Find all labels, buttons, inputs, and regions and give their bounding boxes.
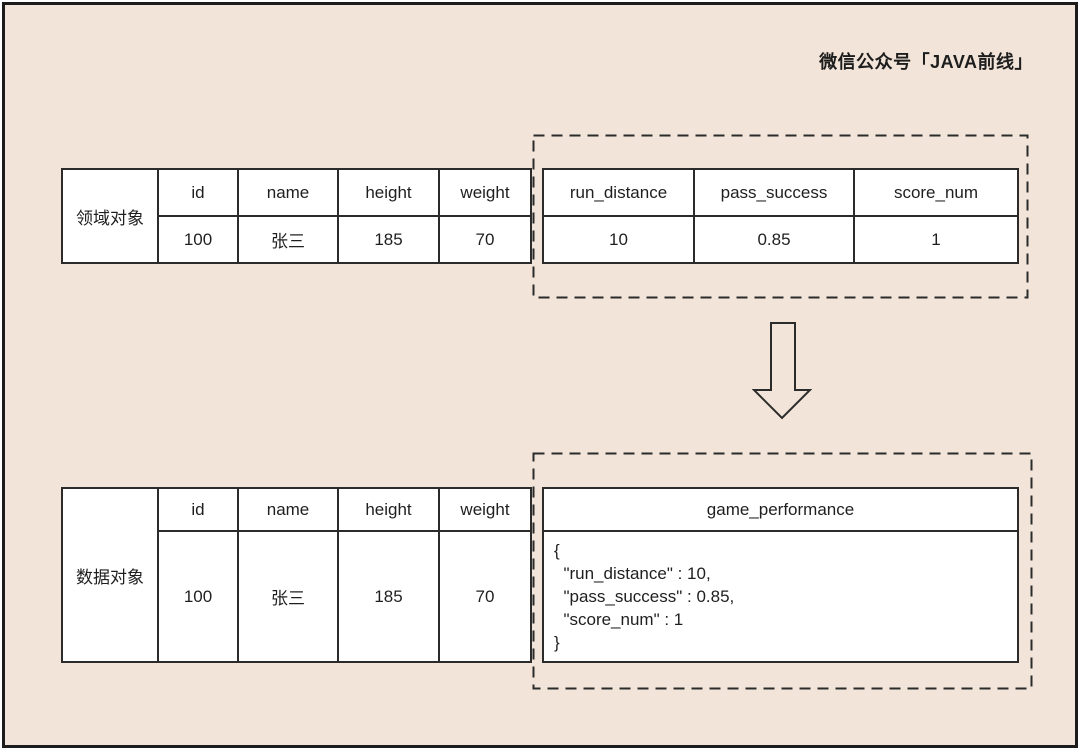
- value-cell-name: 张三: [237, 215, 339, 264]
- header-cell-score-num: score_num: [853, 168, 1019, 217]
- value-cell-name: 张三: [237, 530, 339, 663]
- data-table-row-label: 数据对象: [61, 487, 159, 663]
- watermark-text: 微信公众号「JAVA前线」: [819, 52, 1033, 72]
- data-object-table-boxed: game_performance { "run_distance" : 10, …: [542, 487, 1019, 663]
- domain-object-table-boxed: run_distance pass_success score_num 10 0…: [542, 168, 1019, 264]
- value-cell-game-performance-json: { "run_distance" : 10, "pass_success" : …: [542, 530, 1019, 663]
- domain-table-row-label: 领域对象: [61, 168, 159, 264]
- value-cell-run-distance: 10: [542, 215, 695, 264]
- header-cell-name: name: [237, 487, 339, 532]
- header-cell-pass-success: pass_success: [693, 168, 855, 217]
- value-cell-height: 185: [337, 530, 440, 663]
- value-cell-height: 185: [337, 215, 440, 264]
- value-cell-pass-success: 0.85: [693, 215, 855, 264]
- value-cell-weight: 70: [438, 215, 532, 264]
- header-cell-id: id: [157, 168, 239, 217]
- header-cell-game-performance: game_performance: [542, 487, 1019, 532]
- value-cell-id: 100: [157, 215, 239, 264]
- header-cell-height: height: [337, 168, 440, 217]
- data-object-table-left: 数据对象 id name height weight 100 张三 185 70: [61, 487, 532, 663]
- value-cell-score-num: 1: [853, 215, 1019, 264]
- domain-object-table-left: 领域对象 id name height weight 100 张三 185 70: [61, 168, 532, 264]
- value-cell-id: 100: [157, 530, 239, 663]
- header-cell-weight: weight: [438, 168, 532, 217]
- header-cell-id: id: [157, 487, 239, 532]
- header-cell-weight: weight: [438, 487, 532, 532]
- header-cell-name: name: [237, 168, 339, 217]
- value-cell-weight: 70: [438, 530, 532, 663]
- header-cell-height: height: [337, 487, 440, 532]
- header-cell-run-distance: run_distance: [542, 168, 695, 217]
